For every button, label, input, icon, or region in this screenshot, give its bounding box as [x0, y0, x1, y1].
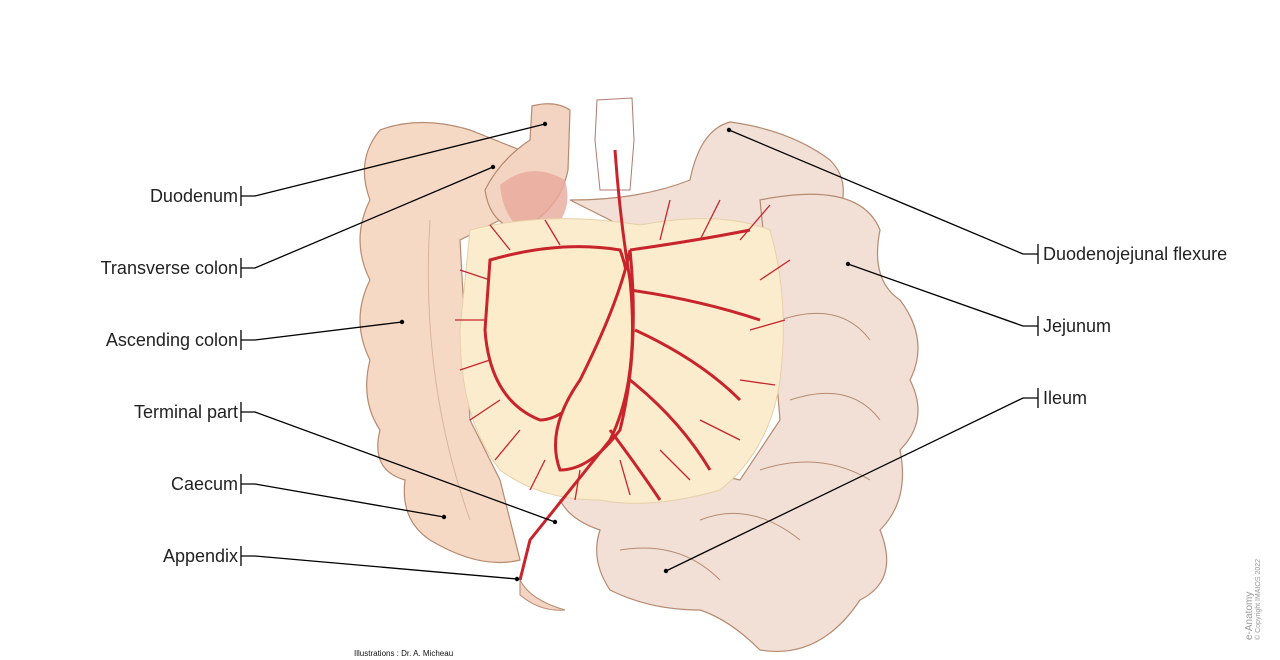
label-terminal-part: Terminal part — [133, 402, 238, 422]
illustration-credit: Illustrations : Dr. A. Micheau — [354, 649, 454, 658]
superior-mesenteric-artery — [518, 149, 761, 581]
label-ileum: Ileum — [1043, 388, 1088, 408]
brand-name: e-Anatomy — [1244, 591, 1255, 640]
leader-lines — [240, 123, 1039, 580]
label-caecum: Caecum — [170, 474, 238, 494]
label-transverse-colon: Transverse colon — [100, 258, 238, 278]
label-duodenojejunal-flexure: Duodenojejunal flexure — [1043, 244, 1228, 264]
brand-watermark: e-Anatomy © Copyright IMAIOS 2022 — [1244, 559, 1262, 640]
brand-copyright: © Copyright IMAIOS 2022 — [1255, 558, 1262, 640]
label-duodenum: Duodenum — [149, 186, 238, 206]
label-jejunum: Jejunum — [1043, 316, 1112, 336]
ascending-colon-shape — [359, 121, 521, 564]
label-appendix: Appendix — [162, 546, 238, 566]
label-ascending-colon: Ascending colon — [105, 330, 238, 350]
